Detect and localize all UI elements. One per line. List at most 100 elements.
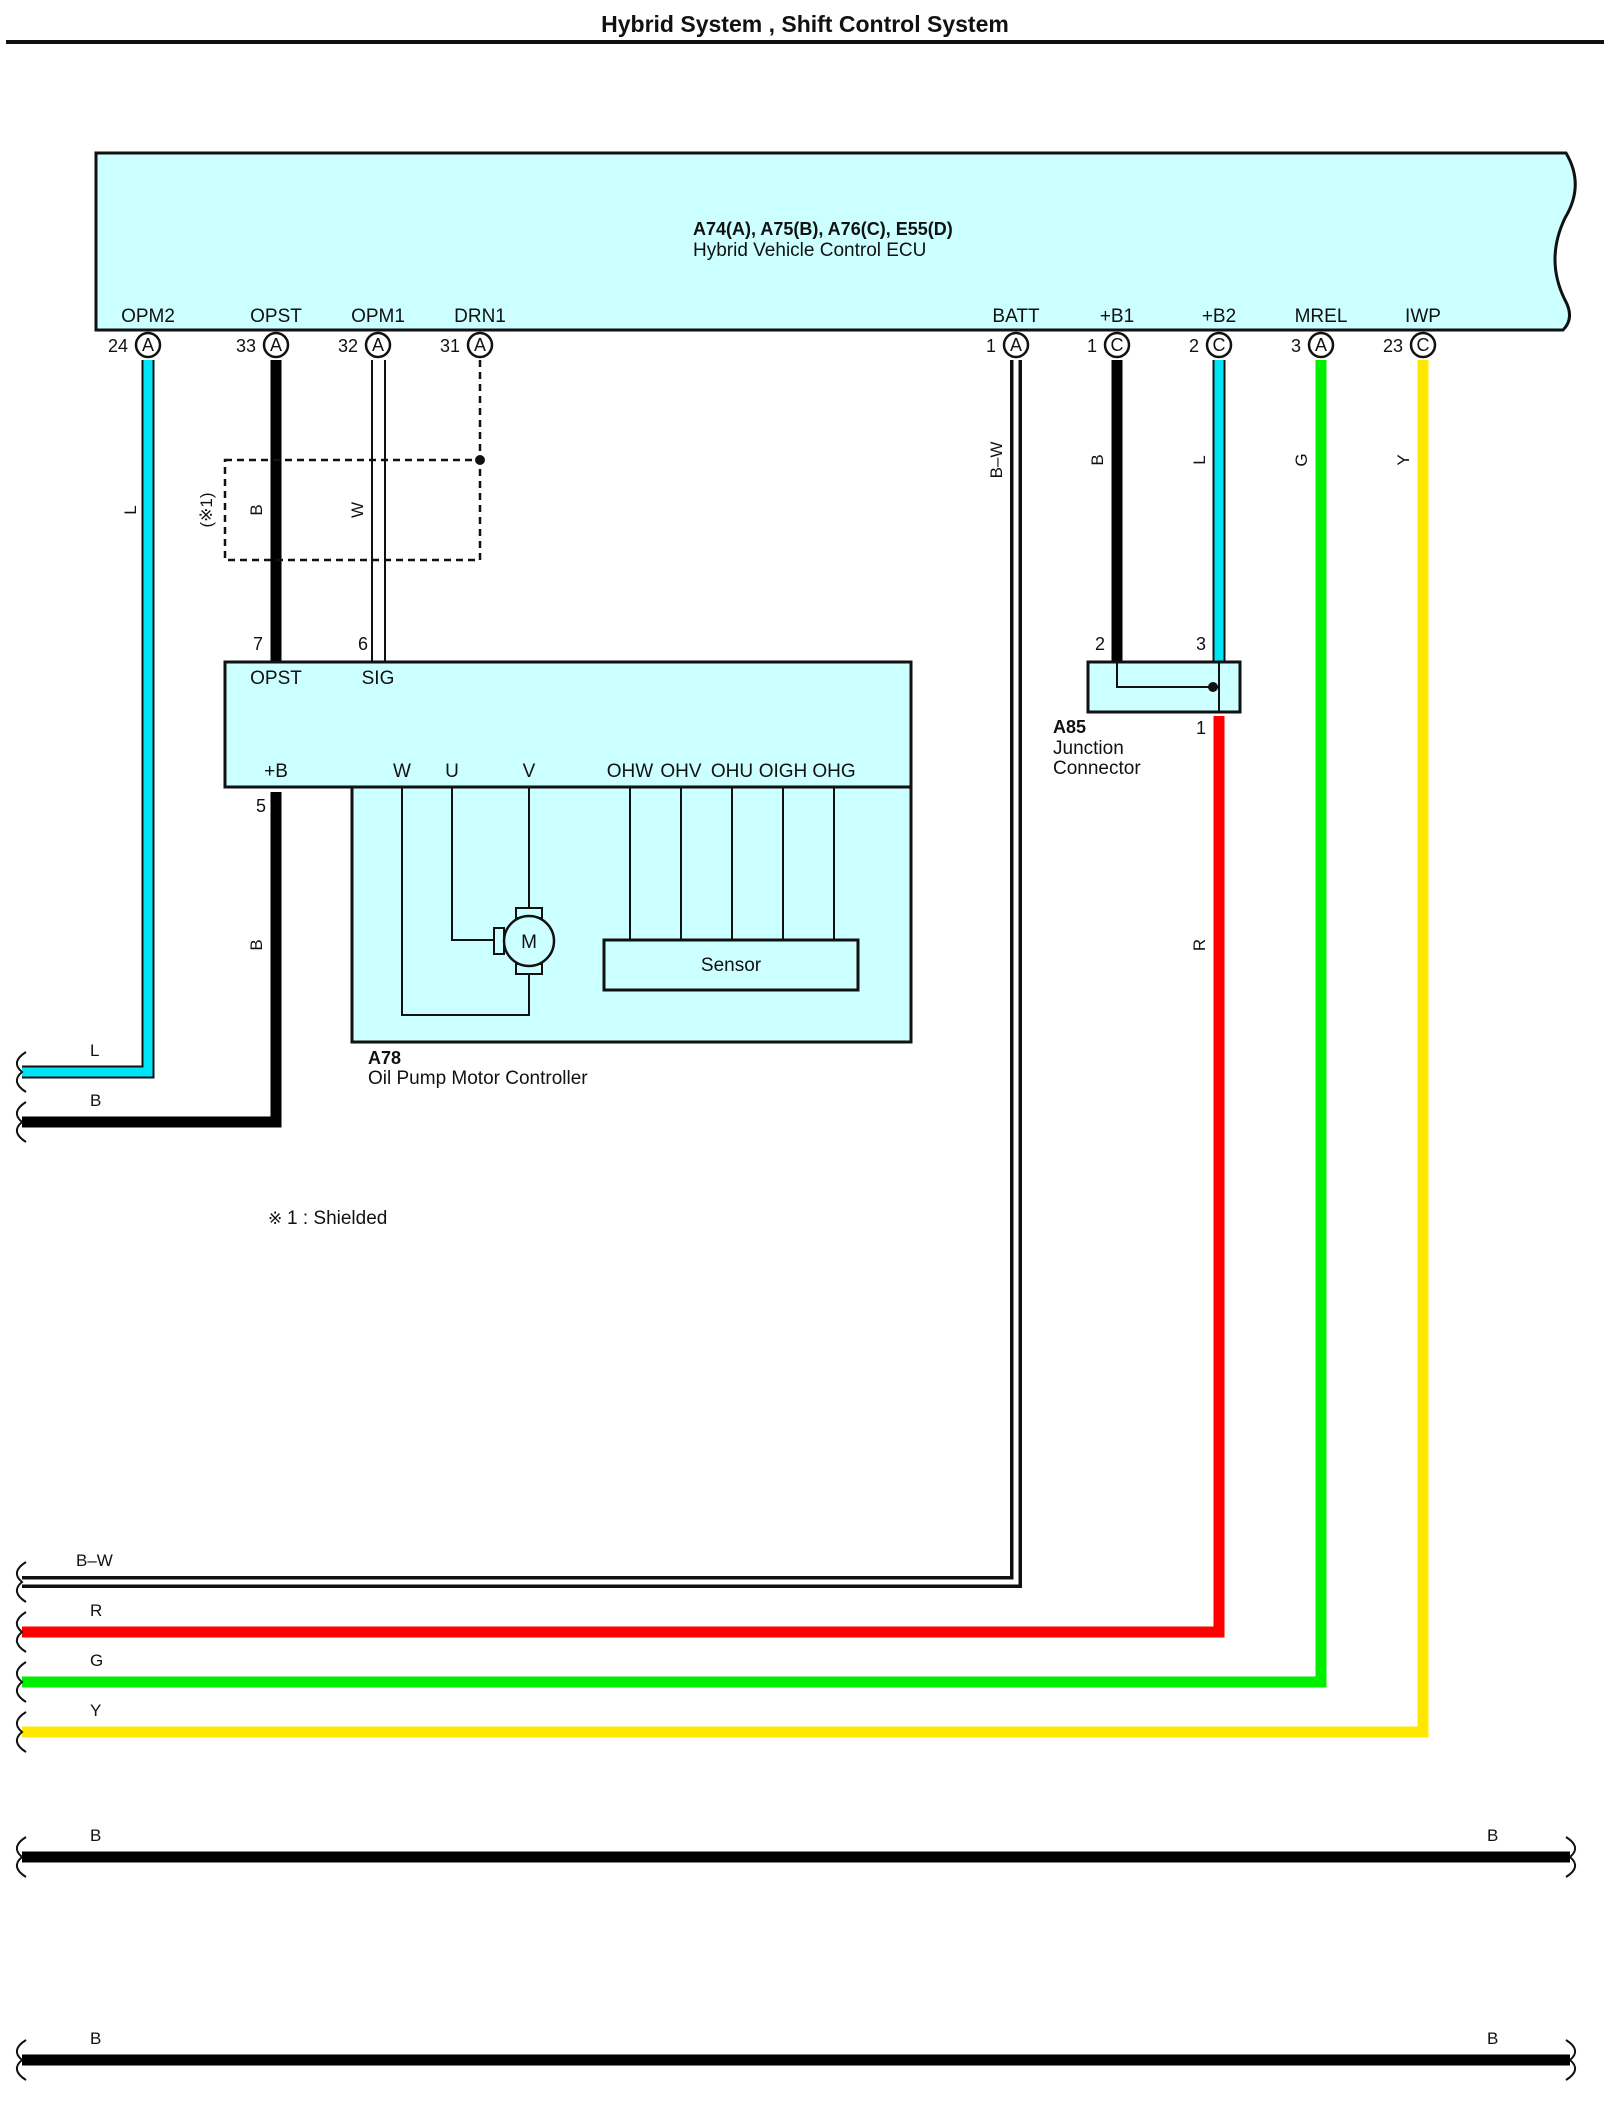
motor-terminal-left	[493, 927, 505, 955]
terminal-circle	[1409, 331, 1437, 359]
pin-number: 1	[1087, 336, 1097, 356]
ecu-terminal-circles	[134, 331, 1437, 359]
terminal-circle	[1103, 331, 1131, 359]
break-mark	[15, 1051, 27, 1093]
conn-letter: A	[142, 335, 154, 355]
pump-pin-plus-b: 5	[256, 796, 266, 816]
terminal-circle	[1307, 331, 1335, 359]
ecu-terminal-opm2: OPM2	[121, 306, 175, 327]
conn-letter: A	[372, 335, 384, 355]
pump-phase-v: V	[523, 761, 536, 782]
wire-code-labels: L B W B B–W B L G Y R	[121, 442, 1413, 952]
left-exit-label: R	[90, 1601, 102, 1620]
left-exit-label: G	[90, 1651, 103, 1670]
bus-1-left-label: B	[90, 1826, 101, 1845]
bus-1-right-label: B	[1487, 1826, 1498, 1845]
wire-mrel	[22, 360, 1327, 1688]
junction-code: A85	[1053, 717, 1086, 737]
junction-pin-1: 1	[1196, 718, 1206, 738]
wire-code-mrel: G	[1292, 453, 1311, 466]
pump-phase-u: U	[445, 761, 459, 782]
pin-number: 33	[236, 336, 256, 356]
wire-batt-inner	[22, 360, 1019, 1585]
break-mark	[15, 1561, 27, 1603]
wire-opm2-fill	[22, 360, 153, 1077]
pin-number: 32	[338, 336, 358, 356]
wire-code-b2: L	[1190, 455, 1209, 464]
break-mark	[15, 1101, 27, 1143]
ecu-connectors: A74(A), A75(B), A76(C), E55(D)	[693, 219, 953, 239]
wire-code-opm1: W	[348, 502, 367, 518]
ecu-terminal-opst: OPST	[250, 306, 302, 327]
terminal-circle	[466, 331, 494, 359]
terminal-circle	[1002, 331, 1030, 359]
oil-pump-name: Oil Pump Motor Controller	[368, 1068, 588, 1089]
ecu-terminal-mrel: MREL	[1295, 306, 1348, 327]
wire-pump-plus-b	[22, 792, 282, 1128]
ecu-name: Hybrid Vehicle Control ECU	[693, 240, 926, 261]
terminal-circle	[134, 331, 162, 359]
terminal-circle	[1205, 331, 1233, 359]
wire-code-iwp: Y	[1394, 454, 1413, 465]
ecu-pin-numbers: 24 33 32 31 1 1 2 3 23	[108, 336, 1403, 356]
junction-pin-2: 2	[1095, 634, 1105, 654]
break-marks-right	[1565, 1836, 1577, 2081]
pin-number: 24	[108, 336, 128, 356]
pump-pin-opst: 7	[253, 634, 263, 654]
wire-code-pump-plus-b: B	[247, 939, 266, 950]
shield-tag: (※1)	[197, 492, 216, 527]
break-mark	[15, 1661, 27, 1703]
left-exit-label: B	[90, 1091, 101, 1110]
pin-number: 2	[1189, 336, 1199, 356]
conn-letter: A	[1010, 335, 1022, 355]
ecu-terminal-drn1: DRN1	[454, 306, 506, 327]
sensor-terminal-ohu: OHU	[711, 761, 753, 782]
oil-pump-code: A78	[368, 1048, 401, 1068]
junction-pin-3: 3	[1196, 634, 1206, 654]
conn-letter: C	[1213, 335, 1226, 355]
junction-node-dot	[1208, 682, 1218, 692]
shield-box	[223, 458, 482, 562]
ecu-terminal-b1: +B1	[1100, 306, 1134, 327]
motor-wire-w	[401, 788, 530, 1016]
conn-letter: C	[1417, 335, 1430, 355]
ecu-terminal-opm1: OPM1	[351, 306, 405, 327]
break-mark	[15, 2039, 27, 2081]
left-exit-label: B–W	[76, 1551, 113, 1570]
sensor-terminal-oigh: OIGH	[759, 761, 808, 782]
footnote-symbol: ※	[268, 1209, 282, 1228]
terminal-circle	[262, 331, 290, 359]
footnote-text: 1 : Shielded	[287, 1208, 387, 1229]
bus-2-right-label: B	[1487, 2029, 1498, 2048]
left-exit-label: Y	[90, 1701, 101, 1720]
wire-code-batt: B–W	[987, 442, 1006, 479]
sensor-terminal-ohv: OHV	[660, 761, 702, 782]
pin-number: 3	[1291, 336, 1301, 356]
pump-pin-sig: 6	[358, 634, 368, 654]
conn-letter: A	[474, 335, 486, 355]
break-mark	[15, 1611, 27, 1653]
bus-2-left-label: B	[90, 2029, 101, 2048]
ecu-terminal-connector-letters: A A A A A C C A C	[142, 335, 1430, 355]
terminal-circle	[364, 331, 392, 359]
pin-number: 1	[986, 336, 996, 356]
ecu-terminals: OPM2 OPST OPM1 DRN1 BATT +B1 +B2 MREL IW…	[121, 306, 1441, 327]
pump-terminal-plus-b: +B	[264, 761, 288, 782]
pump-terminal-opst: OPST	[250, 668, 302, 689]
sensor-box	[602, 938, 860, 992]
wire-code-b1: B	[1088, 454, 1107, 465]
break-marks-left	[15, 1051, 27, 2081]
ecu-terminal-b2: +B2	[1202, 306, 1236, 327]
break-mark	[1565, 1836, 1577, 1878]
page-title: Hybrid System , Shift Control System	[601, 11, 1009, 37]
break-mark	[15, 1836, 27, 1878]
wire-iwp	[22, 360, 1429, 1738]
sensor-wires	[629, 788, 835, 940]
ecu-box	[94, 151, 1577, 332]
motor-wire-u	[451, 788, 495, 941]
conn-letter: A	[1315, 335, 1327, 355]
left-exit-labels: L B B–W R G Y	[76, 1041, 113, 1720]
conn-letter: A	[270, 335, 282, 355]
conn-letter: C	[1111, 335, 1124, 355]
